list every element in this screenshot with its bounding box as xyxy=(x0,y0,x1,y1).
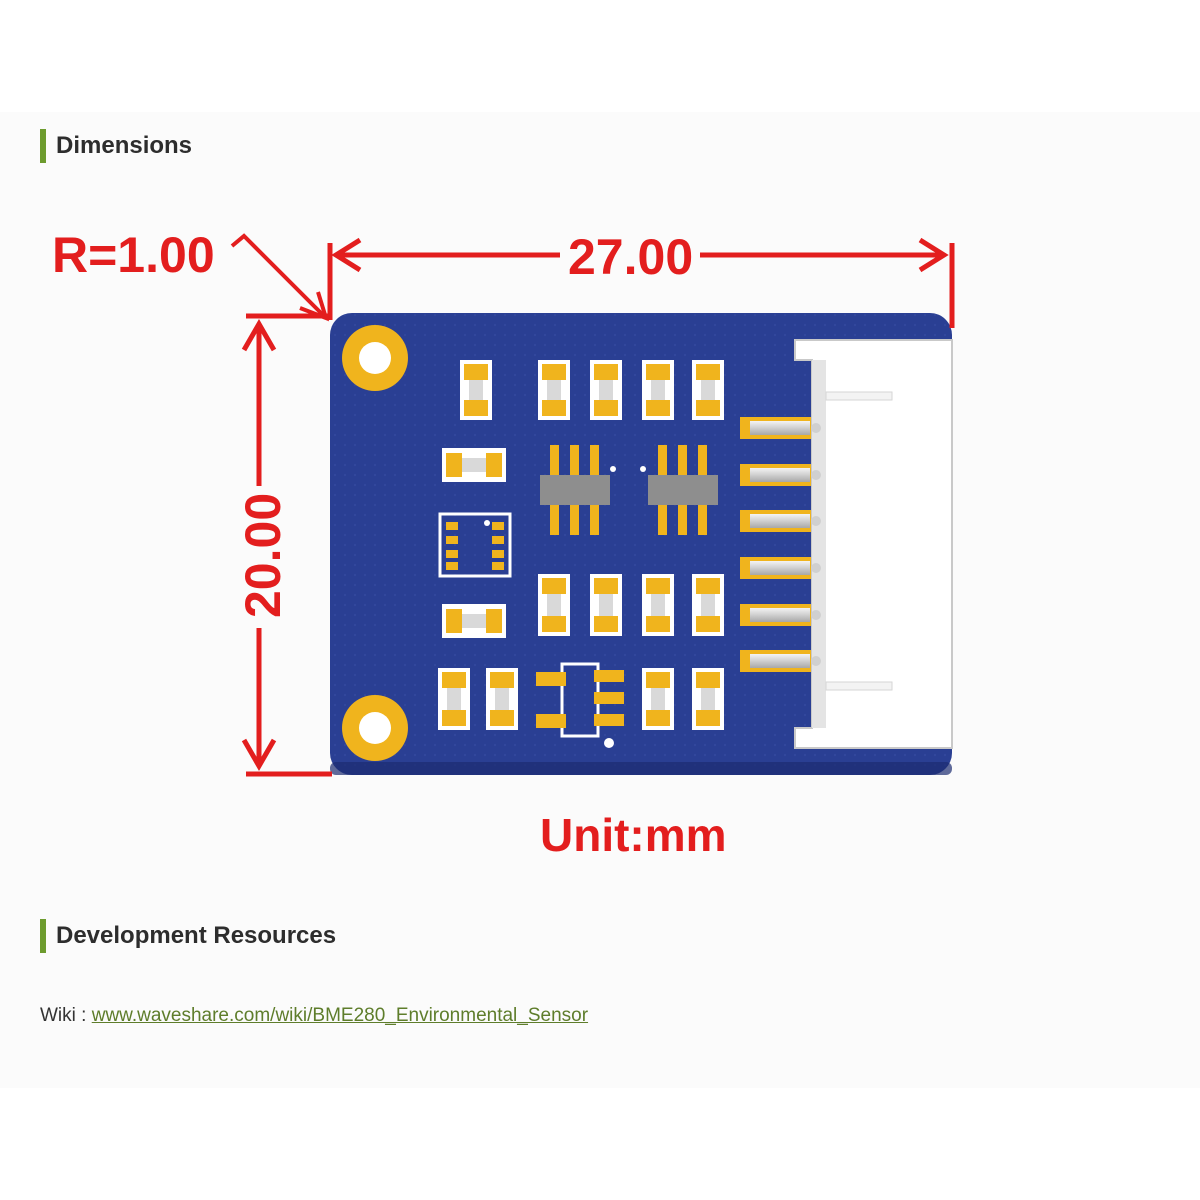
mounting-hole xyxy=(342,325,408,391)
width-label: 27.00 xyxy=(568,229,693,285)
unit-label: Unit:mm xyxy=(540,809,727,861)
mounting-hole xyxy=(342,695,408,761)
wiki-link[interactable]: www.waveshare.com/wiki/BME280_Environmen… xyxy=(91,1005,589,1026)
smd-capacitor xyxy=(442,448,506,638)
connector-housing xyxy=(794,339,953,749)
top-border xyxy=(0,0,1200,112)
wiki-label: Wiki : xyxy=(40,1005,92,1026)
radius-label: R=1.00 xyxy=(52,227,215,283)
heading-accent-bar xyxy=(40,129,46,163)
height-dimension-line xyxy=(241,313,332,777)
sensor-chip xyxy=(438,512,512,578)
section-heading-dimensions: Dimensions xyxy=(40,129,192,163)
connector-pads xyxy=(740,417,814,672)
regulator-footprint xyxy=(536,662,624,748)
smd-resistor xyxy=(438,360,724,730)
heading-accent-bar xyxy=(40,919,46,953)
heading-dimensions-text: Dimensions xyxy=(56,132,193,159)
wiki-line: Wiki : www.waveshare.com/wiki/BME280_Env… xyxy=(40,1005,588,1027)
section-heading-development-resources: Development Resources xyxy=(40,919,336,953)
width-dimension-line xyxy=(327,237,955,328)
bottom-border xyxy=(0,1088,1200,1200)
radius-leader-line xyxy=(230,233,330,322)
ic-chip xyxy=(540,445,718,535)
height-label: 20.00 xyxy=(235,493,291,618)
heading-development-text: Development Resources xyxy=(56,922,337,949)
